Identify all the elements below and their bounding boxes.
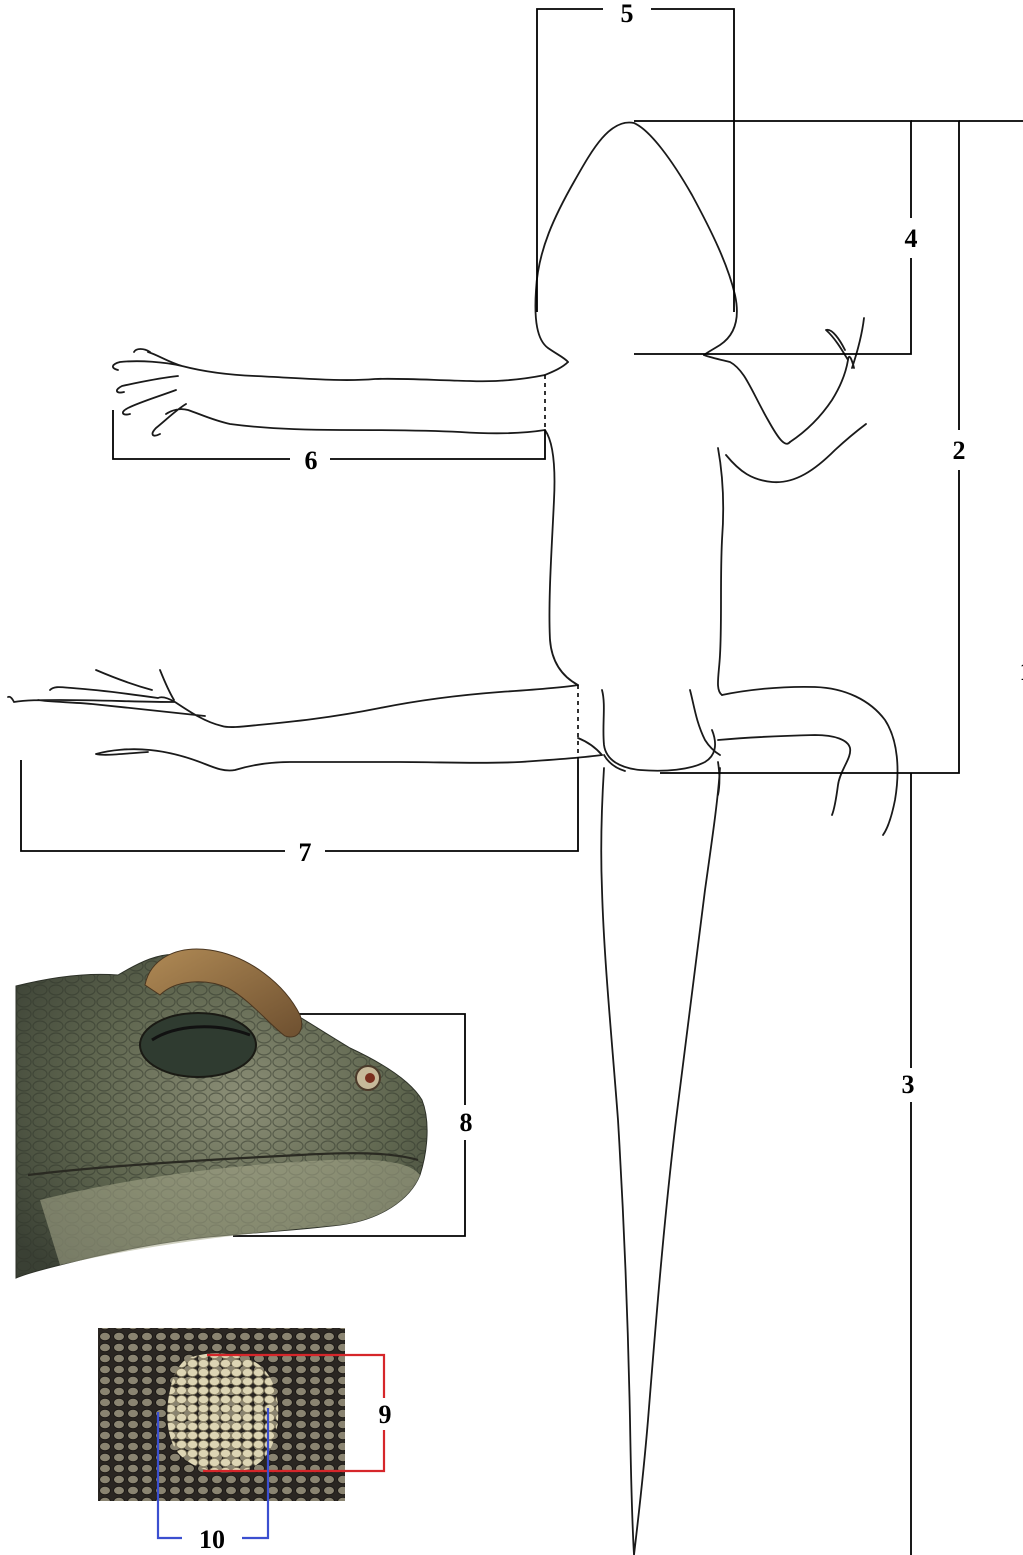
label-head-length: 4 [905, 224, 918, 253]
measurement-labels: 5 4 2 1 3 6 7 8 9 10 [199, 0, 1023, 1554]
pelvis-outline [602, 690, 720, 771]
label-forelimb-length: 6 [305, 446, 318, 475]
forelimb-length-bracket [113, 410, 290, 459]
label-tail-length: 3 [902, 1070, 915, 1099]
label-head-height: 8 [460, 1108, 473, 1137]
left-forelimb-outline [113, 349, 545, 436]
trunk-right-outline [704, 355, 790, 695]
head-width-bracket [537, 9, 603, 312]
label-snout-vent-length: 2 [953, 436, 966, 465]
head-outline [535, 122, 736, 362]
eye [140, 1013, 256, 1077]
label-scale-height: 9 [379, 1400, 392, 1429]
hindlimb-length-bracket [21, 760, 285, 851]
label-scale-width: 10 [199, 1525, 225, 1554]
measurement-brackets [21, 9, 1023, 1555]
light-scale-patch [167, 1353, 278, 1472]
tail-outline [601, 768, 720, 1555]
label-total-length: 1 [1020, 657, 1023, 686]
left-hindlimb-outline [8, 670, 602, 771]
trunk-left-outline [545, 362, 602, 755]
right-forelimb-outline [726, 318, 866, 482]
snout-vent-bracket [911, 121, 959, 430]
label-hindlimb-length: 7 [299, 838, 312, 867]
lizard-head-photo [16, 949, 427, 1278]
right-hindlimb-outline [718, 687, 898, 835]
label-head-width: 5 [621, 0, 634, 28]
